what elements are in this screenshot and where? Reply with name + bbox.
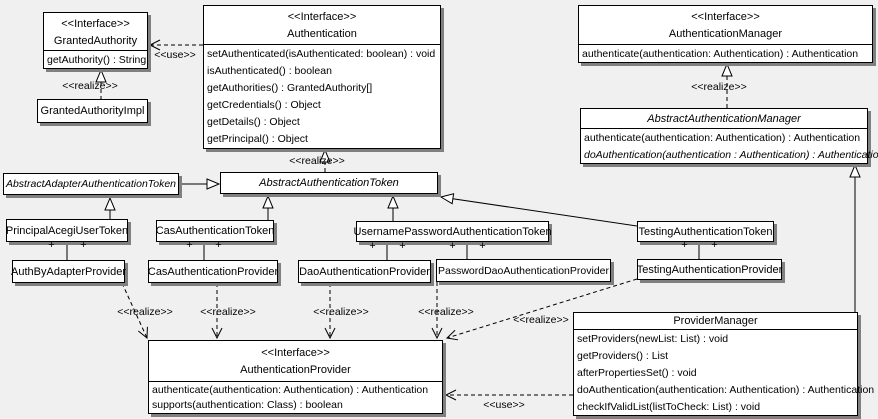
assoc-plus-label: + [186,239,193,251]
class-cas-authentication-provider[interactable]: CasAuthenticationProvider [148,260,278,283]
edge-label-realize: <<realize>> [62,80,118,92]
class-name: GrantedAuthorityImpl [40,105,145,117]
method-row: authenticate(authentication: Authenticat… [584,131,861,144]
edge-label-realize: <<realize>> [313,306,369,318]
stereotype-label: <<Interface>> [691,11,760,23]
edge-label-realize: <<realize>> [691,81,747,93]
assoc-plus-label: + [711,239,718,251]
method-row: afterPropertiesSet() : void [577,366,697,379]
edge-realize-authbyadapterprovider [121,282,148,340]
class-name: TestingAuthenticationToken [638,225,773,238]
assoc-plus-label: + [48,239,55,251]
method-row: supports(authentication: Class) : boolea… [152,399,343,412]
assoc-plus-label: + [681,239,688,251]
class-abstract-authentication-token[interactable]: AbstractAuthenticationToken [220,172,438,194]
class-name: AbstractAuthenticationManager [647,113,801,125]
method-row: checkIfValidList(listToCheck: List) : vo… [577,400,761,413]
class-name: AuthByAdapterProvider [11,265,126,278]
assoc-plus-label: + [479,240,486,252]
class-username-password-authentication-token[interactable]: UsernamePasswordAuthenticationToken [353,221,552,242]
class-testing-authentication-token[interactable]: TestingAuthenticationToken [637,221,774,242]
class-name: AbstractAdapterAuthenticationToken [5,178,177,190]
class-name: AbstractAuthenticationToken [259,177,399,189]
class-abstract-adapter-authentication-token[interactable]: AbstractAdapterAuthenticationToken [3,173,179,195]
edge-label-use: <<use>> [483,399,525,411]
stereotype-label: <<Interface>> [61,18,130,30]
class-granted-authority-impl[interactable]: GrantedAuthorityImpl [37,99,148,123]
assoc-plus-label: + [215,239,222,251]
class-name: PasswordDaoAuthenticationProvider [437,264,609,277]
edge-label-realize: <<realize>> [513,314,569,326]
class-name: CasAuthenticationToken [155,225,275,237]
class-name: AuthenticationManager [668,28,783,40]
class-provider-manager[interactable]: ProviderManager setProviders(newList: Li… [573,312,875,416]
class-name: GrantedAuthority [53,35,138,47]
method-row: authenticate(authentication: Authenticat… [582,47,859,60]
method-row: doAuthentication(authentication : Authen… [584,148,878,161]
method-row: getAuthorities() : GrantedAuthority[] [207,81,373,94]
assoc-plus-label: + [449,240,456,252]
stereotype-label: <<Interface>> [287,11,357,23]
edge-label-use: <<use>> [154,49,196,61]
class-authentication[interactable]: <<Interface>> Authentication setAuthenti… [203,5,441,149]
edge-label-realize: <<realize>> [200,306,256,318]
method-row: getProviders() : List [577,349,669,362]
class-name: TestingAuthenticationProvider [636,263,783,276]
method-row: doAuthentication(authentication: Authent… [577,383,875,396]
class-name: UsernamePasswordAuthenticationToken [353,225,552,238]
class-name: AuthenticationProvider [240,364,351,376]
class-auth-by-adapter-provider[interactable]: AuthByAdapterProvider [11,260,126,283]
class-password-dao-authentication-provider[interactable]: PasswordDaoAuthenticationProvider [436,259,611,282]
method-row: getPrincipal() : Object [207,133,308,146]
class-granted-authority[interactable]: <<Interface>> GrantedAuthority getAuthor… [43,12,148,69]
method-row: getCredentials() : Object [207,99,321,112]
stereotype-label: <<Interface>> [261,347,330,359]
edge-gen-testingauthenticationtoken [439,193,638,227]
class-principal-acegi-user-token[interactable]: PrincipalAcegiUserToken [6,219,128,242]
class-authentication-provider[interactable]: <<Interface>> AuthenticationProvider aut… [148,340,443,414]
edge-realize-testingauthenticationprovider [445,278,638,341]
class-name: DaoAuthenticationProvider [299,265,430,278]
method-row: authenticate(authentication: Authenticat… [152,383,429,396]
class-abstract-authentication-manager[interactable]: AbstractAuthenticationManager authentica… [580,108,878,164]
class-name: Authentication [287,28,357,40]
method-row: setProviders(newList: List) : void [577,332,729,345]
class-name: ProviderManager [673,315,758,327]
assoc-plus-label: + [399,240,406,252]
edge-label-realize: <<realize>> [117,306,173,318]
assoc-plus-label: + [369,240,376,252]
method-row: getDetails() : Object [207,116,300,129]
method-row: getAuthority() : String [47,53,147,66]
method-row: isAuthenticated() : boolean [207,64,332,77]
class-dao-authentication-provider[interactable]: DaoAuthenticationProvider [298,260,431,283]
edge-label-realize: <<realize>> [289,155,345,167]
class-cas-authentication-token[interactable]: CasAuthenticationToken [156,220,274,242]
class-testing-authentication-provider[interactable]: TestingAuthenticationProvider [637,259,782,280]
class-name: PrincipalAcegiUserToken [5,224,129,237]
edge-label-realize: <<realize>> [418,306,474,318]
method-row: setAuthenticated(isAuthenticated: boolea… [207,47,436,60]
class-name: CasAuthenticationProvider [147,265,279,278]
assoc-plus-label: + [80,239,87,251]
class-authentication-manager[interactable]: <<Interface>> AuthenticationManager auth… [578,5,873,63]
